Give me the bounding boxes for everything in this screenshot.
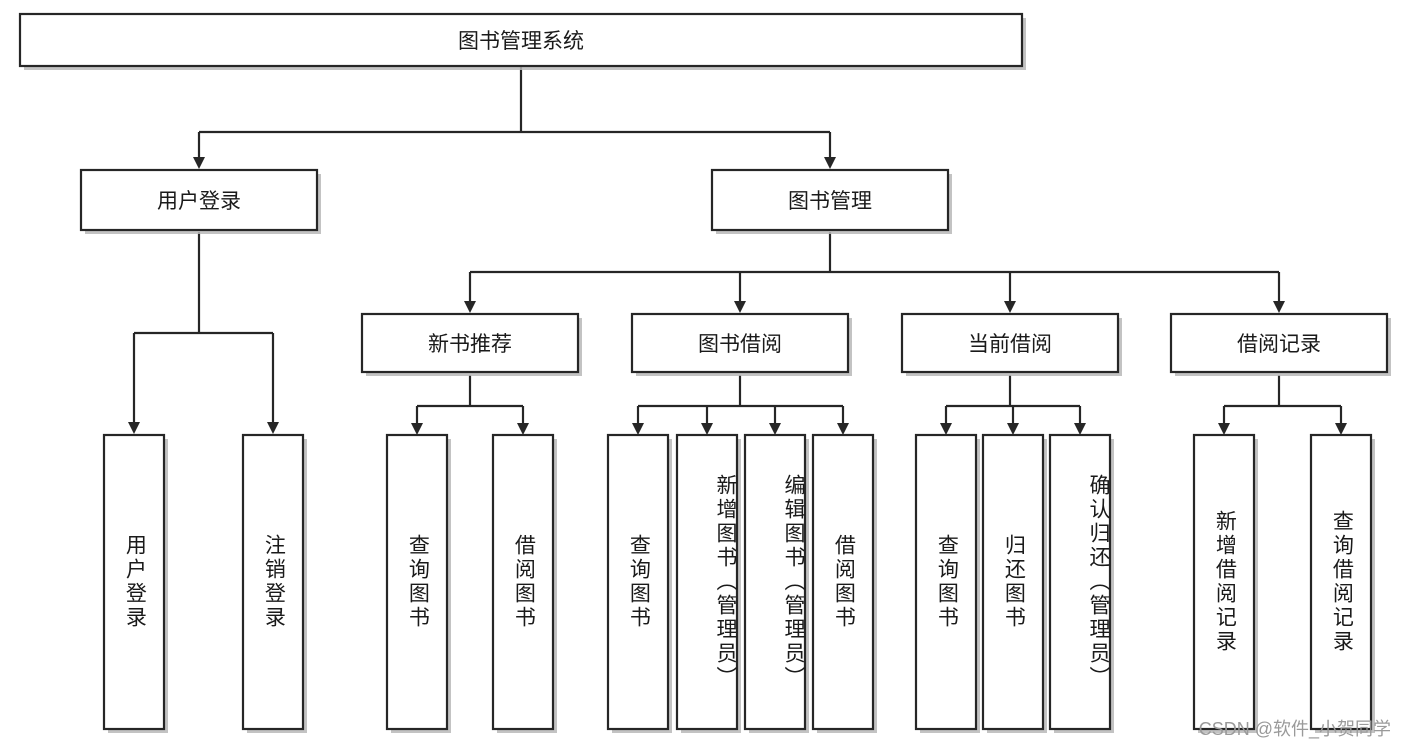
leaf-current-borrow-2-box[interactable] <box>981 433 1045 731</box>
leaf-borrow-record-2-box[interactable] <box>1309 433 1373 731</box>
leaf-current-borrow-1-box[interactable] <box>914 433 978 731</box>
leaf-book-borrow-4-box[interactable] <box>811 433 875 731</box>
leaf-book-borrow-2-box[interactable] <box>675 433 739 731</box>
leaf-current-borrow-3-box[interactable] <box>1048 433 1112 731</box>
book-mgmt-node-box[interactable] <box>710 168 950 232</box>
leaf-book-borrow-3-box[interactable] <box>743 433 807 731</box>
current-borrow-node-box[interactable] <box>900 312 1120 374</box>
root-node-box[interactable] <box>18 12 1024 68</box>
leaf-new-book-1-box[interactable] <box>385 433 449 731</box>
leaf-book-borrow-1-box[interactable] <box>606 433 670 731</box>
leaf-user-login-2-box[interactable] <box>241 433 305 731</box>
leaf-new-book-2-box[interactable] <box>491 433 555 731</box>
book-borrow-node-box[interactable] <box>630 312 850 374</box>
borrow-record-node-box[interactable] <box>1169 312 1389 374</box>
nodes <box>18 12 1391 733</box>
leaf-borrow-record-1-box[interactable] <box>1192 433 1256 731</box>
new-book-node-box[interactable] <box>360 312 580 374</box>
leaf-user-login-1-box[interactable] <box>102 433 166 731</box>
connectors <box>128 66 1347 435</box>
user-login-node-box[interactable] <box>79 168 319 232</box>
